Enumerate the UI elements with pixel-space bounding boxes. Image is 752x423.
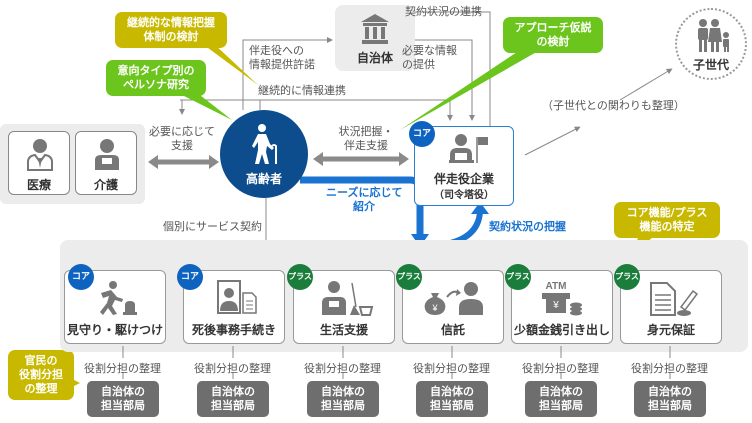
- svg-text:ATM: ATM: [546, 281, 567, 292]
- permission-label: 伴走役への 情報提供許諾: [249, 44, 315, 71]
- callout-persona: 意向タイプ別の ペルソナ研究: [106, 60, 206, 96]
- municipal-dept-box: 自治体の担当部局: [197, 381, 269, 417]
- medical-care-panel: 医療 介護: [0, 124, 145, 204]
- atm-coins-icon: ATM ¥: [542, 281, 582, 316]
- role-division-label: 役割分担の整理: [522, 362, 599, 375]
- care-label: 介護: [93, 178, 118, 192]
- child-generation-note: （子世代との関わりも整理）: [542, 99, 685, 112]
- companion-label: 伴走役企業: [433, 172, 494, 186]
- municipal-dept-box: 自治体の担当部局: [87, 381, 159, 417]
- elderly-label: 高齢者: [245, 172, 282, 186]
- core-badge: コア: [409, 121, 435, 147]
- portrait-document-icon: [217, 280, 257, 314]
- support-as-needed-label: 必要に応じて 支援: [149, 125, 215, 152]
- provide-info-label: 必要な情報 の提供: [402, 44, 457, 71]
- municipal-dept-box: 自治体の担当部局: [525, 381, 597, 417]
- elderly-person-cane-icon: [252, 124, 277, 164]
- role-division-label: 役割分担の整理: [631, 362, 708, 375]
- individual-contract-label: 個別にサービス契約: [163, 220, 262, 233]
- service-label: 身元保証: [646, 323, 695, 337]
- municipal-dept-box: 自治体の担当部局: [634, 381, 706, 417]
- money-bag-transfer-icon: ¥: [424, 282, 483, 315]
- core-badge: コア: [177, 264, 203, 290]
- person-laptop-flag-icon: [449, 134, 488, 163]
- service-label: 少額金銭引き出し: [513, 323, 610, 337]
- government-label: 自治体: [356, 51, 393, 65]
- role-division-label: 役割分担の整理: [413, 362, 490, 375]
- core-badge: コア: [68, 264, 94, 290]
- plus-badge: プラス: [614, 264, 640, 290]
- caregiver-icon: [95, 139, 119, 170]
- role-division-label: 役割分担の整理: [194, 362, 271, 375]
- child-generation-node: 子世代: [675, 8, 747, 80]
- plus-badge: プラス: [505, 264, 531, 290]
- service-label: 見守り・駆けつけ: [66, 323, 163, 337]
- document-stamp-icon: [650, 282, 699, 316]
- plus-badge: プラス: [396, 264, 422, 290]
- plus-badge: プラス: [287, 264, 313, 290]
- svg-text:¥: ¥: [431, 303, 438, 313]
- care-node: 介護: [75, 131, 137, 195]
- role-division-label: 役割分担の整理: [304, 362, 381, 375]
- continuous-link-label: 継続的に情報連携: [258, 84, 346, 97]
- medical-node: 医療: [8, 131, 70, 195]
- contract-grasp-label: 契約状況の把握: [489, 220, 566, 233]
- family-icon: [698, 19, 729, 52]
- medical-label: 医療: [26, 178, 51, 192]
- companion-sub-label: （司令塔役）: [434, 190, 494, 201]
- callout-approach: アプローチ仮説 の検討: [503, 17, 603, 53]
- svg-text:¥: ¥: [552, 300, 559, 311]
- callout-public-private: 官民の 役割分担 の整理: [8, 350, 74, 400]
- service-label: 死後事務手続き: [191, 323, 276, 337]
- contract-sync-label: 契約状況の連携: [405, 5, 482, 18]
- elderly-node: 高齢者: [220, 110, 308, 198]
- running-alarm-icon: [100, 281, 137, 315]
- referral-label: ニーズに応じて 紹介: [326, 186, 403, 213]
- callout-info-system: 継続的な情報把握 体制の検討: [115, 12, 227, 48]
- cleaning-helper-icon: [322, 281, 374, 316]
- service-label: 生活支援: [319, 323, 368, 337]
- role-division-label: 役割分担の整理: [84, 362, 161, 375]
- service-label: 信託: [440, 323, 465, 337]
- status-support-label: 状況把握・ 伴走支援: [338, 125, 394, 152]
- municipal-dept-box: 自治体の担当部局: [307, 381, 379, 417]
- callout-core-plus: コア機能/プラス 機能の特定: [614, 202, 720, 238]
- bank-building-icon: [361, 14, 389, 44]
- municipal-dept-box: 自治体の担当部局: [416, 381, 488, 417]
- doctor-icon: [27, 139, 53, 171]
- government-node: 自治体: [335, 5, 415, 71]
- child-generation-label: 子世代: [692, 58, 729, 72]
